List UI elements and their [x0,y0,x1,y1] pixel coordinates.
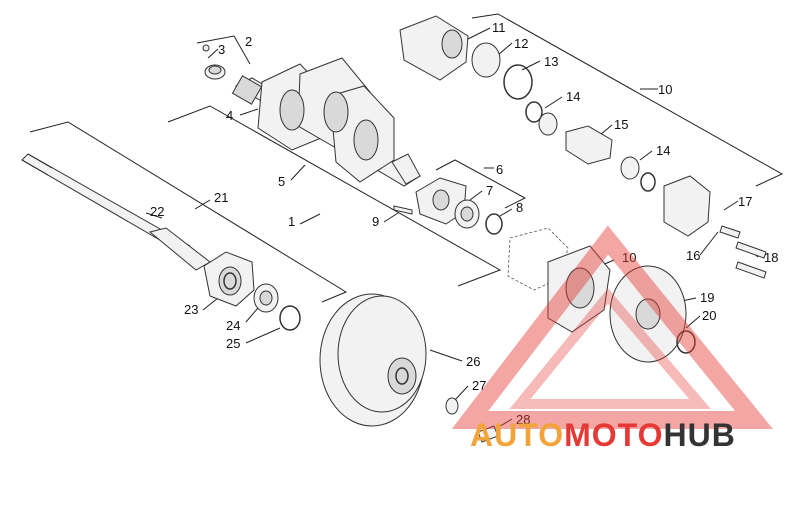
ring-25 [279,305,301,331]
bearing-24 [253,283,279,313]
callout-label: 16 [686,248,700,263]
tensioner-16-18 [663,175,767,279]
callout-label: 1 [288,214,295,229]
bracket-10-lower [507,227,611,333]
callout-label: 18 [764,250,778,265]
cap-2-3 [202,44,226,80]
callout-label: 14 [656,143,670,158]
watermark-text-auto: AUTOMOTOHUB [470,417,736,453]
callout-label: 3 [218,42,225,57]
callout-label: 14 [566,89,580,104]
watermark-hub: HUB [663,417,735,453]
callout-label: 26 [466,354,480,369]
callout-label: 20 [702,308,716,323]
callout-label: 10 [658,82,672,97]
pulley-26 [319,293,427,427]
bracket-1 [167,105,502,287]
upper-housing-11-15 [399,15,656,192]
callout-label: 28 [516,412,530,427]
bracket-2 [196,35,251,65]
callout-label: 23 [184,302,198,317]
flange-23 [203,251,255,307]
bracket-10 [471,13,784,187]
callout-labels: 1 2 3 4 5 6 7 8 9 10 10 11 12 13 14 14 1… [150,20,778,427]
callout-label: 21 [214,190,228,205]
plate-6-9 [393,177,503,235]
callout-label: 15 [614,117,628,132]
shaft-22 [21,153,211,271]
drive-shaft-4-5 [231,57,421,187]
callout-label: 7 [486,183,493,198]
brake-disc-19 [609,265,696,363]
callout-label: 17 [738,194,752,209]
watermark-triangle [451,225,773,429]
callout-label: 9 [372,214,379,229]
bracket-lines [29,13,784,303]
callout-label: 13 [544,54,558,69]
watermark-auto: AUTO [470,417,564,453]
callout-label: 11 [492,20,506,35]
watermark-triangle-inner [509,288,711,409]
callout-label: 4 [226,108,233,123]
watermark-logo: AUTOMOTOHUB [451,225,773,453]
leader-lines [145,27,759,429]
callout-label: 6 [496,162,503,177]
callout-label: 27 [472,378,486,393]
callout-label: 12 [514,36,528,51]
callout-label: 25 [226,336,240,351]
callout-label: 10 [622,250,636,265]
ring-20 [676,330,696,354]
bolt-28 [477,425,499,443]
bracket-21 [29,121,348,303]
callout-label: 24 [226,318,240,333]
callout-label: 5 [278,174,285,189]
bracket-6 [435,159,527,209]
callout-label: 2 [245,34,252,49]
callout-label: 8 [516,200,523,215]
washer-27 [445,397,459,415]
watermark-moto: MOTO [564,417,663,453]
callout-label: 22 [150,204,164,219]
callout-label: 19 [700,290,714,305]
